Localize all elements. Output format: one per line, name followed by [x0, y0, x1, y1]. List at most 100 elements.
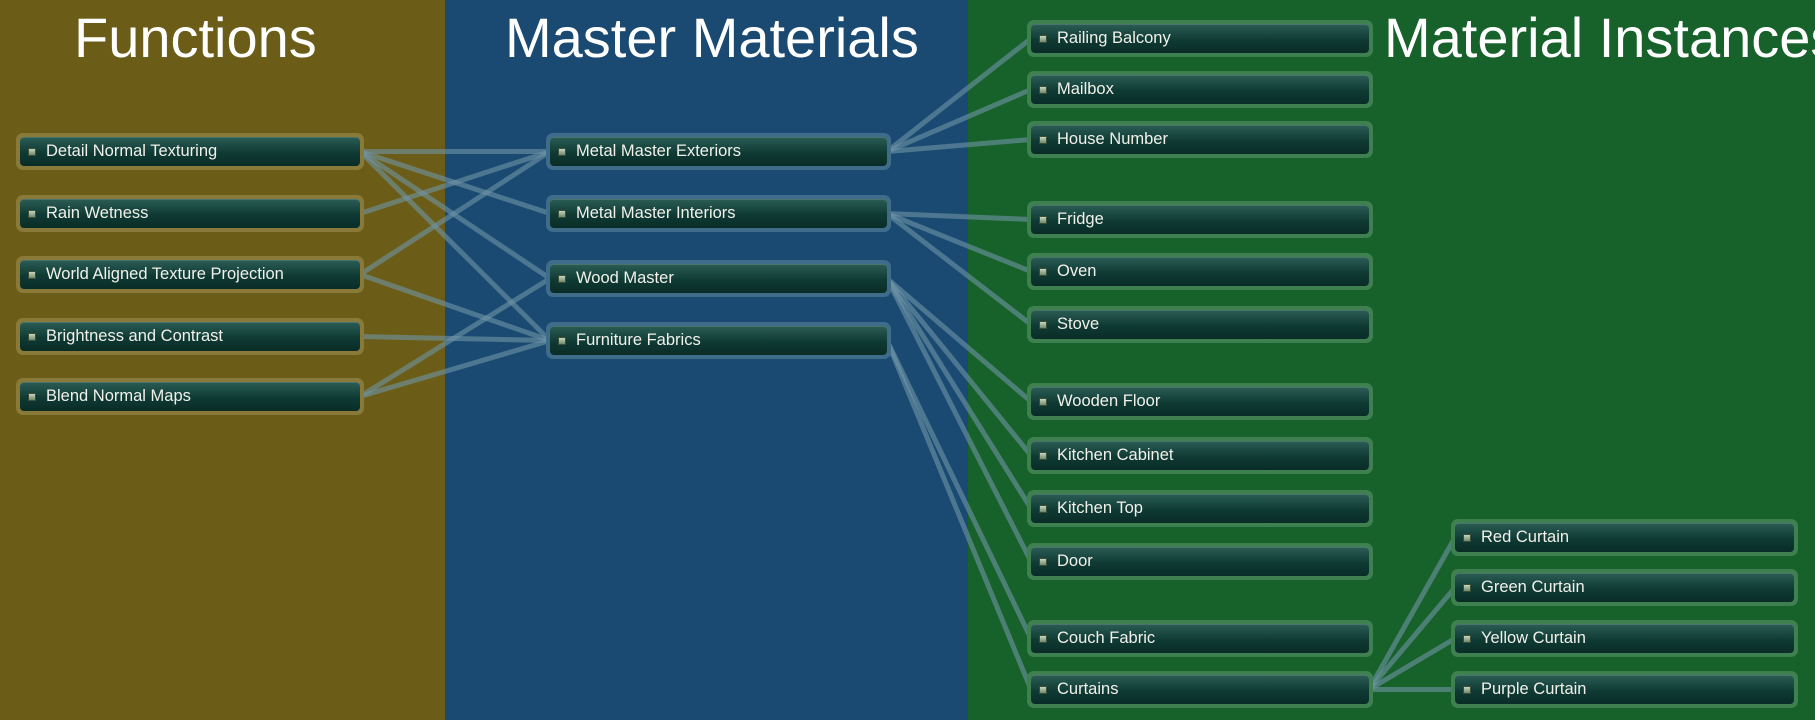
link-metal-ext-to-mailbox — [884, 87, 1034, 154]
node-label: Wooden Floor — [1057, 392, 1161, 410]
node-wood-master[interactable]: Wood Master — [546, 260, 891, 297]
node-kitchen-top[interactable]: Kitchen Top — [1027, 490, 1373, 527]
node-railing-balcony[interactable]: Railing Balcony — [1027, 20, 1373, 57]
node-label: Blend Normal Maps — [46, 387, 191, 405]
node-icon — [28, 270, 36, 279]
node-curtains[interactable]: Curtains — [1027, 671, 1373, 708]
node-label: Detail Normal Texturing — [46, 142, 218, 160]
node-label: Oven — [1057, 262, 1097, 280]
link-wood-master-to-kitchen-top — [884, 276, 1034, 511]
node-icon — [1463, 685, 1471, 694]
link-curtains-to-red-curtain — [1366, 535, 1458, 692]
node-label: World Aligned Texture Projection — [46, 265, 284, 283]
link-blend-normal-to-wood-master — [357, 276, 553, 399]
node-icon — [1463, 533, 1471, 542]
node-icon — [1039, 34, 1047, 43]
node-icon — [28, 392, 36, 401]
node-icon — [558, 209, 566, 218]
node-mailbox[interactable]: Mailbox — [1027, 71, 1373, 108]
node-label: Curtains — [1057, 680, 1119, 698]
node-label: Brightness and Contrast — [46, 327, 224, 345]
node-oven[interactable]: Oven — [1027, 253, 1373, 290]
node-purple-curtain[interactable]: Purple Curtain — [1451, 671, 1798, 708]
node-label: Metal Master Interiors — [576, 204, 736, 222]
node-world-aligned-texture-projection[interactable]: World Aligned Texture Projection — [16, 256, 364, 293]
node-label: Yellow Curtain — [1481, 629, 1586, 647]
node-icon — [1039, 215, 1047, 224]
link-metal-ext-to-house-number — [884, 137, 1034, 154]
node-label: Red Curtain — [1481, 528, 1570, 546]
node-label: Purple Curtain — [1481, 680, 1587, 698]
master-materials-column — [445, 0, 968, 720]
node-red-curtain[interactable]: Red Curtain — [1451, 519, 1798, 556]
node-icon — [1039, 397, 1047, 406]
node-couch-fabric[interactable]: Couch Fabric — [1027, 620, 1373, 657]
node-icon — [1039, 135, 1047, 144]
link-detail-normal-to-furniture-fabrics — [357, 149, 553, 343]
node-label: House Number — [1057, 130, 1168, 148]
node-icon — [28, 332, 36, 341]
node-label: Green Curtain — [1481, 578, 1585, 596]
node-label: Couch Fabric — [1057, 629, 1156, 647]
link-metal-ext-to-railing-balcony — [884, 36, 1034, 154]
node-label: Rain Wetness — [46, 204, 149, 222]
functions-heading: Functions — [74, 6, 317, 69]
node-door[interactable]: Door — [1027, 543, 1373, 580]
node-icon — [1039, 267, 1047, 276]
node-icon — [558, 274, 566, 283]
node-stove[interactable]: Stove — [1027, 306, 1373, 343]
node-label: Kitchen Cabinet — [1057, 446, 1174, 464]
node-label: Kitchen Top — [1057, 499, 1143, 517]
link-world-aligned-to-metal-ext — [357, 149, 553, 277]
node-label: Mailbox — [1057, 80, 1114, 98]
master-materials-heading: Master Materials — [505, 6, 919, 69]
node-icon — [1463, 634, 1471, 643]
node-green-curtain[interactable]: Green Curtain — [1451, 569, 1798, 606]
node-wooden-floor[interactable]: Wooden Floor — [1027, 383, 1373, 420]
link-metal-int-to-fridge — [884, 211, 1034, 222]
node-icon — [1039, 685, 1047, 694]
node-label: Metal Master Exteriors — [576, 142, 742, 160]
node-icon — [558, 147, 566, 156]
link-wood-master-to-door — [884, 276, 1034, 564]
node-blend-normal-maps[interactable]: Blend Normal Maps — [16, 378, 364, 415]
node-label: Furniture Fabrics — [576, 331, 701, 349]
functions-column — [0, 0, 445, 720]
link-curtains-to-green-curtain — [1366, 585, 1458, 692]
node-icon — [1039, 634, 1047, 643]
link-blend-normal-to-furniture-fabrics — [357, 338, 553, 399]
node-house-number[interactable]: House Number — [1027, 121, 1373, 158]
node-fridge[interactable]: Fridge — [1027, 201, 1373, 238]
node-icon — [1039, 451, 1047, 460]
link-world-aligned-to-furniture-fabrics — [357, 272, 553, 343]
node-metal-master-exteriors[interactable]: Metal Master Exteriors — [546, 133, 891, 170]
node-yellow-curtain[interactable]: Yellow Curtain — [1451, 620, 1798, 657]
link-curtains-to-yellow-curtain — [1366, 636, 1458, 692]
node-icon — [558, 336, 566, 345]
node-kitchen-cabinet[interactable]: Kitchen Cabinet — [1027, 437, 1373, 474]
link-metal-int-to-stove — [884, 211, 1034, 327]
node-icon — [1039, 504, 1047, 513]
node-furniture-fabrics[interactable]: Furniture Fabrics — [546, 322, 891, 359]
node-icon — [1039, 557, 1047, 566]
node-detail-normal-texturing[interactable]: Detail Normal Texturing — [16, 133, 364, 170]
node-label: Wood Master — [576, 269, 674, 287]
node-label: Railing Balcony — [1057, 29, 1171, 47]
link-furniture-fabrics-to-couch-fabric — [884, 338, 1034, 641]
material-instances-heading: Material Instances — [1384, 6, 1815, 69]
link-rain-wetness-to-metal-ext — [357, 149, 553, 216]
node-label: Door — [1057, 552, 1093, 570]
node-brightness-and-contrast[interactable]: Brightness and Contrast — [16, 318, 364, 355]
node-icon — [1039, 320, 1047, 329]
node-icon — [1039, 85, 1047, 94]
node-icon — [1463, 583, 1471, 592]
link-metal-int-to-oven — [884, 211, 1034, 274]
link-wood-master-to-wooden-floor — [884, 276, 1034, 404]
node-rain-wetness[interactable]: Rain Wetness — [16, 195, 364, 232]
link-furniture-fabrics-to-curtains — [884, 338, 1034, 692]
node-icon — [28, 209, 36, 218]
node-metal-master-interiors[interactable]: Metal Master Interiors — [546, 195, 891, 232]
node-icon — [28, 147, 36, 156]
node-label: Stove — [1057, 315, 1100, 333]
